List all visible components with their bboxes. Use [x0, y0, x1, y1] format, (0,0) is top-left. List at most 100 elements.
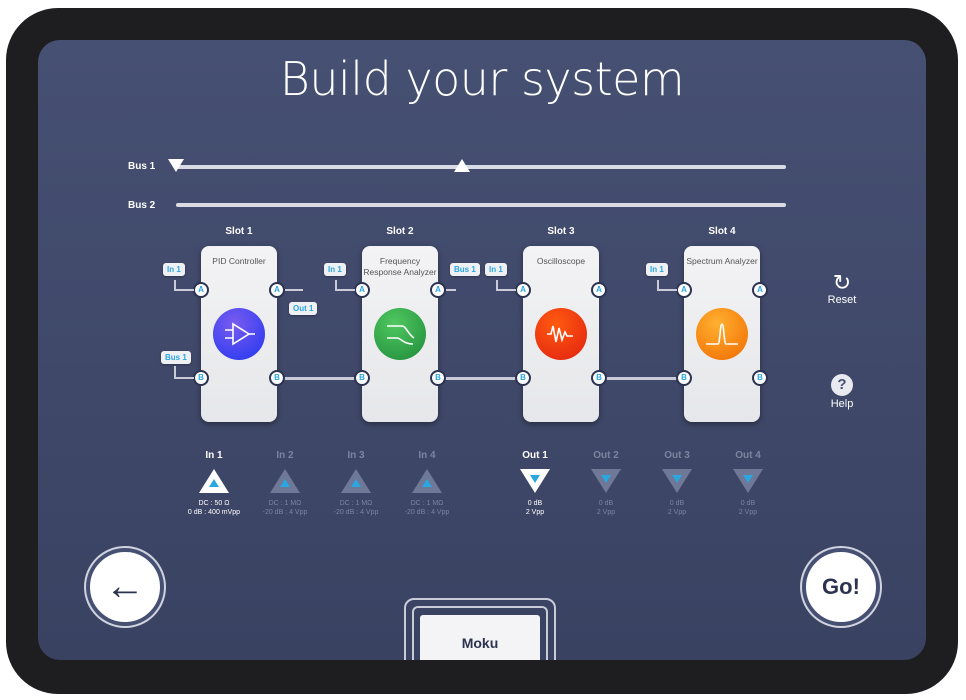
slot-2-label: Slot 2: [386, 226, 414, 237]
instrument-name: Oscilloscope: [536, 256, 586, 266]
input-coupling: DC : 1 MΩ: [339, 500, 373, 507]
output-gain: 0 dB: [527, 500, 543, 507]
input-coupling: DC : 1 MΩ: [410, 500, 444, 507]
output-port-b[interactable]: B: [430, 370, 446, 386]
input-coupling: DC : 1 MΩ: [268, 500, 302, 507]
output-3[interactable]: Out 3 0 dB 2 Vpp: [647, 450, 707, 517]
bus-1-input-marker[interactable]: [168, 159, 184, 172]
output-triangle-icon[interactable]: [505, 469, 565, 493]
instrument-icon: [535, 308, 587, 360]
output-gain: 0 dB: [669, 500, 685, 507]
output-port-a[interactable]: A: [752, 282, 768, 298]
input-label: In 2: [276, 450, 294, 461]
reset-button[interactable]: ↻ Reset: [817, 270, 867, 307]
output-label: Out 1: [522, 450, 548, 461]
input-a-source-tag[interactable]: In 1: [324, 263, 346, 276]
slot-3-card[interactable]: Oscilloscope: [523, 246, 599, 422]
input-triangle-icon[interactable]: [184, 469, 244, 493]
page-title: Build your system: [279, 52, 685, 106]
output-range: 2 Vpp: [738, 509, 758, 516]
input-a-source-tag[interactable]: In 1: [485, 263, 507, 276]
moku-device[interactable]: Moku: [420, 615, 540, 660]
input-coupling: DC : 50 Ω: [198, 500, 230, 507]
help-button[interactable]: ? Help: [817, 374, 867, 410]
output-range: 2 Vpp: [596, 509, 616, 516]
input-port-b[interactable]: B: [193, 370, 209, 386]
output-port-a[interactable]: A: [269, 282, 285, 298]
wire: [278, 377, 362, 380]
input-port-a[interactable]: A: [515, 282, 531, 298]
output-triangle-icon[interactable]: [576, 469, 636, 493]
reset-icon: ↻: [832, 270, 852, 295]
input-port-a[interactable]: A: [354, 282, 370, 298]
output-triangle-icon[interactable]: [647, 469, 707, 493]
input-label: In 1: [205, 450, 223, 461]
slot-1-card[interactable]: PID Controller: [201, 246, 277, 422]
slot-2-card[interactable]: Frequency Response Analyzer: [362, 246, 438, 422]
input-triangle-icon[interactable]: [397, 469, 457, 493]
output-label: Out 2: [593, 450, 619, 461]
instrument-icon: [696, 308, 748, 360]
slot-1-label: Slot 1: [225, 226, 253, 237]
output-triangle-icon[interactable]: [718, 469, 778, 493]
help-label: Help: [830, 398, 854, 410]
instrument-icon: [213, 308, 265, 360]
help-icon: ?: [831, 374, 853, 396]
input-triangle-icon[interactable]: [255, 469, 315, 493]
slot-4-label: Slot 4: [708, 226, 736, 237]
output-label: Out 4: [735, 450, 761, 461]
input-3[interactable]: In 3 DC : 1 MΩ -20 dB : 4 Vpp: [326, 450, 386, 517]
wire: [600, 377, 684, 380]
output-port-a[interactable]: A: [591, 282, 607, 298]
input-range: -20 dB : 4 Vpp: [404, 509, 450, 516]
input-1[interactable]: In 1 DC : 50 Ω 0 dB : 400 mVpp: [184, 450, 244, 517]
device-outline-inner: [412, 606, 548, 660]
input-port-a[interactable]: A: [193, 282, 209, 298]
go-button[interactable]: Go!: [806, 552, 876, 622]
reset-label: Reset: [827, 294, 857, 306]
slot-4-card[interactable]: Spectrum Analyzer: [684, 246, 760, 422]
input-a-source-tag[interactable]: In 1: [163, 263, 185, 276]
input-label: In 3: [347, 450, 365, 461]
slot-3-label: Slot 3: [547, 226, 575, 237]
input-port-b[interactable]: B: [354, 370, 370, 386]
input-port-b[interactable]: B: [515, 370, 531, 386]
output-range: 2 Vpp: [667, 509, 687, 516]
output-port-b[interactable]: B: [269, 370, 285, 386]
input-range: 0 dB : 400 mVpp: [187, 509, 241, 516]
arrow-left-icon: ←: [105, 564, 145, 608]
input-b-source-tag[interactable]: Bus 1: [161, 351, 191, 364]
input-port-a[interactable]: A: [676, 282, 692, 298]
input-triangle-icon[interactable]: [326, 469, 386, 493]
bus-2-label: Bus 2: [128, 200, 156, 211]
device-outline: [404, 598, 556, 660]
output-1[interactable]: Out 1 0 dB 2 Vpp: [505, 450, 565, 517]
wire: [439, 377, 523, 380]
bus-1-output-marker[interactable]: [454, 159, 470, 172]
screen: Build your system Bus 1 Bus 2 Slot 1 PID…: [38, 40, 926, 660]
output-port-b[interactable]: B: [752, 370, 768, 386]
output-gain: 0 dB: [740, 500, 756, 507]
output-4[interactable]: Out 4 0 dB 2 Vpp: [718, 450, 778, 517]
output-a-destination-tag[interactable]: Bus 1: [450, 263, 480, 276]
instrument-name: Spectrum Analyzer: [686, 256, 758, 266]
input-range: -20 dB : 4 Vpp: [262, 509, 308, 516]
bus-1-label: Bus 1: [128, 161, 156, 172]
output-a-destination-tag[interactable]: Out 1: [289, 302, 318, 315]
input-2[interactable]: In 2 DC : 1 MΩ -20 dB : 4 Vpp: [255, 450, 315, 517]
output-label: Out 3: [664, 450, 690, 461]
back-button[interactable]: ←: [90, 552, 160, 622]
output-port-b[interactable]: B: [591, 370, 607, 386]
bus-2-line: [176, 203, 786, 207]
instrument-icon: [374, 308, 426, 360]
output-range: 2 Vpp: [525, 509, 545, 516]
bus-1-line: [176, 165, 786, 169]
input-port-b[interactable]: B: [676, 370, 692, 386]
instrument-name: PID Controller: [212, 256, 266, 266]
input-a-source-tag[interactable]: In 1: [646, 263, 668, 276]
output-port-a[interactable]: A: [430, 282, 446, 298]
input-range: -20 dB : 4 Vpp: [333, 509, 379, 516]
instrument-name: Frequency Response Analyzer: [363, 256, 437, 277]
